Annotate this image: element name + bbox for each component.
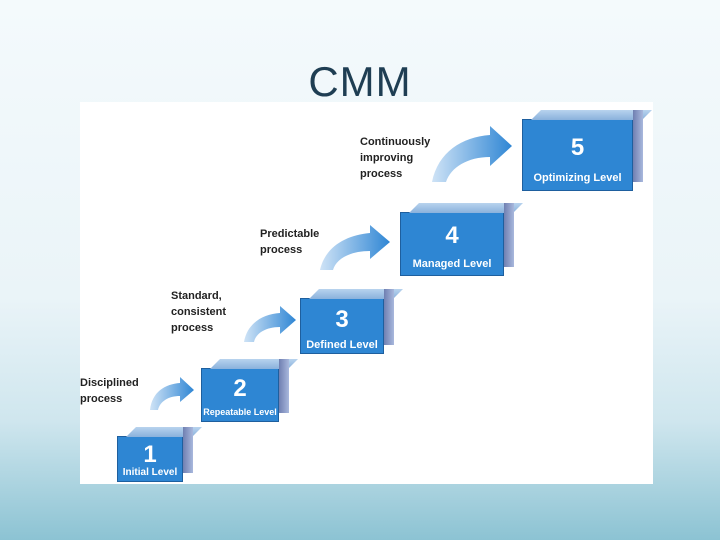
level-5-number: 5 xyxy=(570,134,585,161)
level-1-name: Initial Level xyxy=(122,467,178,478)
level-5-name: Optimizing Level xyxy=(533,172,622,184)
level-4-number: 4 xyxy=(445,222,459,249)
level-3-name: Defined Level xyxy=(306,339,378,351)
level-5-box: 5 Optimizing Level xyxy=(522,110,652,191)
level-3-box: 3 Defined Level xyxy=(300,289,403,354)
level-4-box: 4 Managed Level xyxy=(400,203,523,276)
arrow-1-to-2 xyxy=(150,377,194,410)
slide-title: CMM xyxy=(308,58,412,105)
level-1-number: 1 xyxy=(143,441,157,468)
level-1-box: 1 Initial Level xyxy=(117,427,202,482)
level-3-number: 3 xyxy=(335,306,349,333)
transition-label-continuous: Continuously improving process xyxy=(360,136,431,180)
transition-label-standard: Standard, consistent process xyxy=(171,290,227,334)
level-2-name: Repeatable Level xyxy=(203,407,277,417)
level-2-box: 2 Repeatable Level xyxy=(201,359,298,422)
transition-label-disciplined: Disciplined process xyxy=(80,377,139,405)
level-2-number: 2 xyxy=(233,375,247,402)
arrow-3-to-4 xyxy=(320,225,390,270)
transition-label-predictable: Predictable process xyxy=(260,228,320,256)
arrow-2-to-3 xyxy=(244,306,296,342)
arrow-4-to-5 xyxy=(432,126,512,182)
level-4-name: Managed Level xyxy=(412,258,492,270)
